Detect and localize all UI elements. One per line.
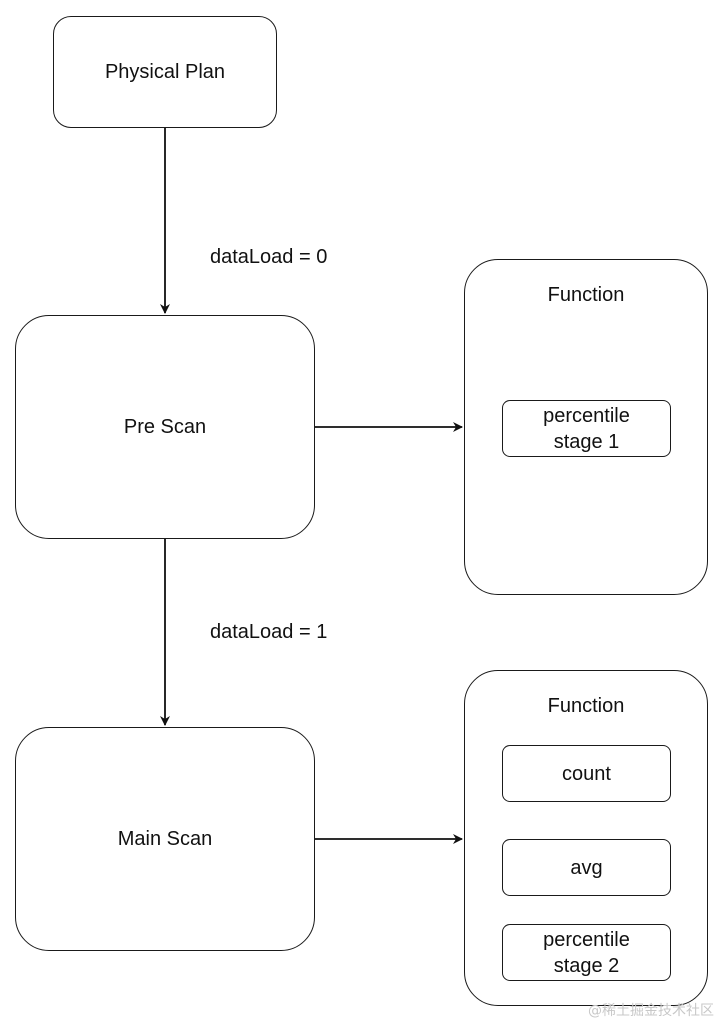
function-count: count [502,745,671,802]
function-title: Function [547,695,625,717]
function-avg: avg [502,839,671,896]
function-name: count [562,762,611,785]
pre-scan-label: Pre Scan [123,416,207,438]
function-percentile-stage-2: percentile stage 2 [502,924,671,981]
pre-scan-node: Pre Scan [15,315,315,539]
function-container-main-scan: Function count avg percentile stage 2 [464,670,708,1006]
main-scan-node: Main Scan [15,727,315,951]
physical-plan-node: Physical Plan [53,16,277,128]
function-name: percentile [543,404,630,427]
function-stage: stage 2 [553,954,620,977]
watermark: @稀土掘金技术社区 [588,1003,714,1019]
main-scan-label: Main Scan [117,828,213,850]
function-name: avg [570,856,603,879]
function-container-pre-scan: Function percentile stage 1 [464,259,708,595]
edge-label-dataload-1: dataLoad = 1 [210,621,328,643]
function-name: percentile [543,928,630,951]
function-stage: stage 1 [553,430,620,453]
function-title: Function [547,284,625,306]
physical-plan-label: Physical Plan [104,61,226,83]
edge-label-dataload-0: dataLoad = 0 [210,246,328,268]
function-percentile-stage-1: percentile stage 1 [502,400,671,457]
